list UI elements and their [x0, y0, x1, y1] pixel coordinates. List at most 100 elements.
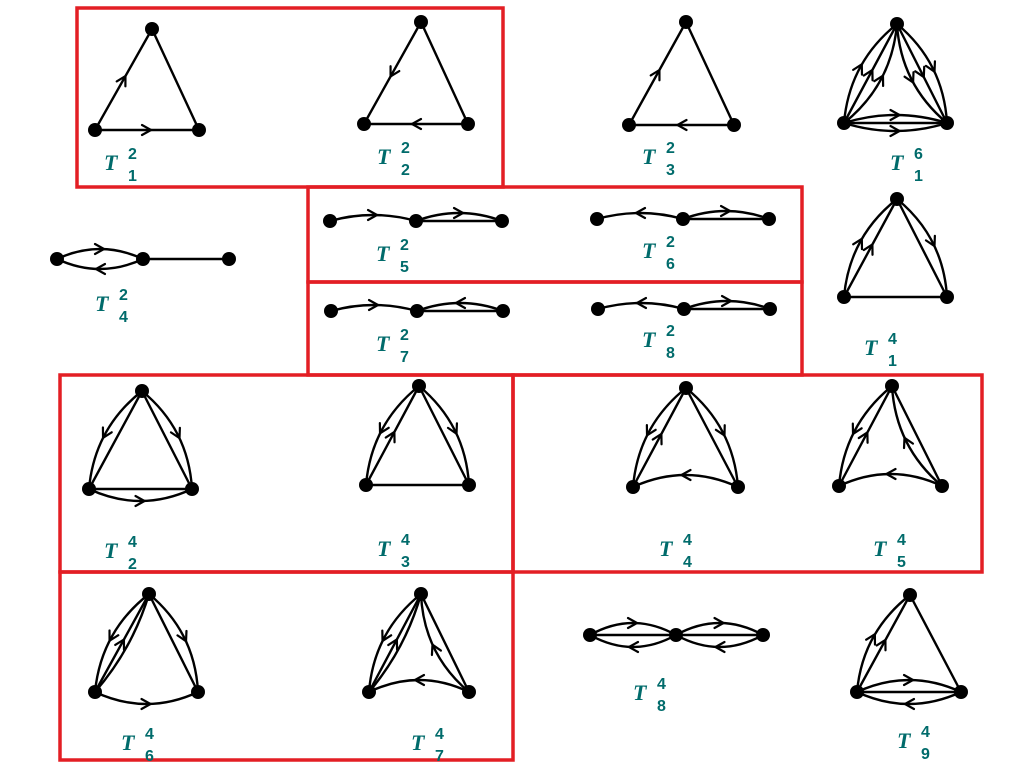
label-T22-base: T	[377, 144, 392, 169]
T26-edge-1-arrow	[634, 206, 647, 220]
T48-edge-4-arrow	[713, 616, 725, 630]
T25-vertex-1	[323, 214, 337, 228]
graph-T21	[88, 22, 206, 137]
T61-edge-2-arrow	[862, 68, 874, 82]
T44-vertex-1	[679, 381, 693, 395]
T26-vertex-2	[676, 212, 690, 226]
label-T21-sup: 2	[128, 146, 137, 163]
T61-edge-4	[895, 22, 949, 125]
T45-vertex-2	[832, 479, 846, 493]
T21-edge-1	[93, 27, 154, 132]
T22-edge-1	[362, 20, 423, 126]
T61-edge-4-arrow	[924, 60, 937, 73]
T23-edge-1-arrow	[649, 68, 661, 82]
T45-vertex-3	[935, 479, 949, 493]
T47-edge-1-arrow	[381, 629, 393, 643]
label-T46-sup: 4	[145, 726, 154, 743]
T45-edge-5-arrow	[885, 467, 897, 481]
label-T23-sup: 2	[666, 140, 675, 157]
graph-T22	[357, 15, 475, 131]
T45-edge-2-arrow	[857, 431, 869, 444]
T48-edge-5	[674, 633, 765, 649]
T24-vertex-2	[136, 252, 150, 266]
frame-t46-t47	[58, 570, 515, 762]
T49-vertex-1	[903, 588, 917, 602]
label-T28-sup: 2	[666, 323, 675, 340]
label-T47-base: T	[411, 730, 426, 755]
T28-edge-2	[682, 299, 772, 311]
T43-edge-1-arrow	[378, 421, 390, 435]
T47-edge-4	[419, 592, 471, 694]
T24-edge-1	[55, 247, 145, 261]
T45-edge-2	[837, 384, 894, 488]
T49-edge-4-arrow	[902, 673, 915, 687]
T41-edge-3-arrow	[924, 234, 936, 248]
T25-vertex-2	[409, 214, 423, 228]
graph-T25	[323, 206, 509, 228]
label-T41-sub: 1	[888, 353, 897, 370]
graph-T28	[591, 294, 777, 316]
label-T25-base: T	[376, 241, 391, 266]
label-T26-base: T	[642, 238, 657, 263]
T41-edge-2-arrow	[862, 243, 874, 256]
label-T24-sup: 2	[119, 287, 128, 304]
T44-edge-5	[631, 473, 740, 489]
T26-edge-1	[595, 211, 685, 221]
label-T49-sup: 4	[921, 724, 930, 741]
T61-edge-7	[842, 113, 949, 125]
T61-edge-5-arrow	[914, 65, 926, 79]
T41-vertex-2	[837, 290, 851, 304]
T23-vertex-3	[727, 118, 741, 132]
T43-edge-1	[364, 384, 421, 487]
T21-edge-3	[150, 27, 201, 132]
T23-vertex-1	[679, 15, 693, 29]
T21-vertex-3	[192, 123, 206, 137]
T43-vertex-3	[462, 478, 476, 492]
label-T61-sub: 1	[914, 168, 923, 185]
label-T46-base: T	[121, 730, 136, 755]
T43-edge-3	[417, 384, 471, 487]
T45-edge-5	[837, 472, 944, 488]
T42-edge-1-arrow	[101, 426, 113, 439]
T24-edge-1-arrow	[93, 242, 106, 256]
frame-t27-t28	[306, 280, 804, 377]
graph-T23	[622, 15, 741, 132]
T61-edge-9	[842, 121, 949, 133]
graph-T48	[583, 616, 770, 654]
T61-edge-7-arrow	[889, 108, 901, 122]
T48-vertex-3	[756, 628, 770, 642]
T27-edge-1	[329, 303, 419, 313]
T21-vertex-2	[88, 123, 102, 137]
T25-edge-1-arrow	[366, 208, 379, 222]
T26-edge-2-arrow	[719, 204, 732, 218]
T42-edge-3-arrow	[169, 426, 181, 440]
T49-edge-4	[855, 678, 963, 694]
T22-vertex-1	[414, 15, 428, 29]
graph-T46	[88, 587, 205, 711]
T23-vertex-2	[622, 118, 636, 132]
label-T42-base: T	[104, 538, 119, 563]
T46-edge-4-arrow	[176, 629, 188, 643]
label-T48-base: T	[633, 680, 648, 705]
T23-edge-2-arrow	[676, 118, 688, 132]
T21-edge-1-arrow	[115, 74, 127, 88]
T49-edge-2-arrow	[875, 638, 887, 652]
T41-edge-4	[895, 197, 949, 299]
label-T49-base: T	[897, 728, 912, 753]
T24-vertex-1	[50, 252, 64, 266]
label-T61-base: T	[890, 150, 905, 175]
T46-edge-6	[93, 690, 200, 706]
graphs	[50, 15, 968, 711]
T47-edge-1	[367, 592, 423, 694]
T22-edge-1-arrow	[389, 65, 401, 78]
graph-T42	[82, 384, 199, 508]
T49-edge-2	[855, 593, 912, 694]
T46-edge-5	[147, 592, 200, 694]
label-T42-sup: 4	[128, 534, 137, 551]
T42-vertex-1	[135, 384, 149, 398]
